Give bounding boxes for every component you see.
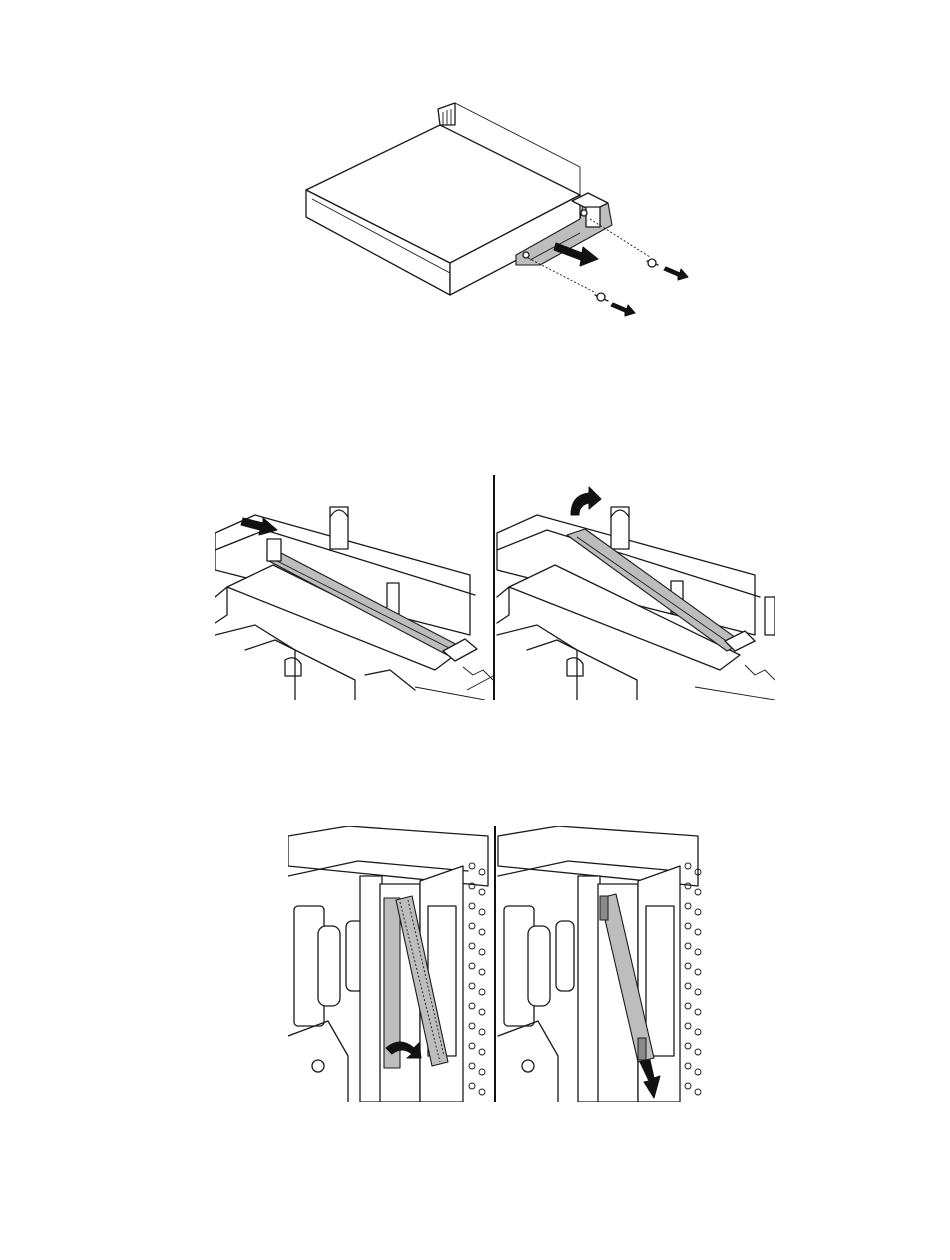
optical-drive: [306, 103, 580, 295]
panel-left-side: [288, 826, 488, 1102]
mesh-left: [469, 863, 485, 1095]
screw-lower: [595, 293, 608, 301]
panel-right: [497, 487, 775, 700]
arrow-screw-lower: [611, 303, 635, 316]
arrow-bracket-out: [554, 243, 598, 266]
screw-upper: [647, 259, 658, 267]
panel-left: [215, 507, 495, 700]
figure-bay-bracket-release: [215, 475, 775, 700]
figure-optical-drive-bracket-removal: [290, 95, 710, 325]
figure-side-bracket-release: [288, 826, 704, 1102]
mesh-right: [685, 863, 701, 1095]
arrow-screw-upper: [664, 267, 688, 280]
panel-right-side: [498, 826, 701, 1102]
